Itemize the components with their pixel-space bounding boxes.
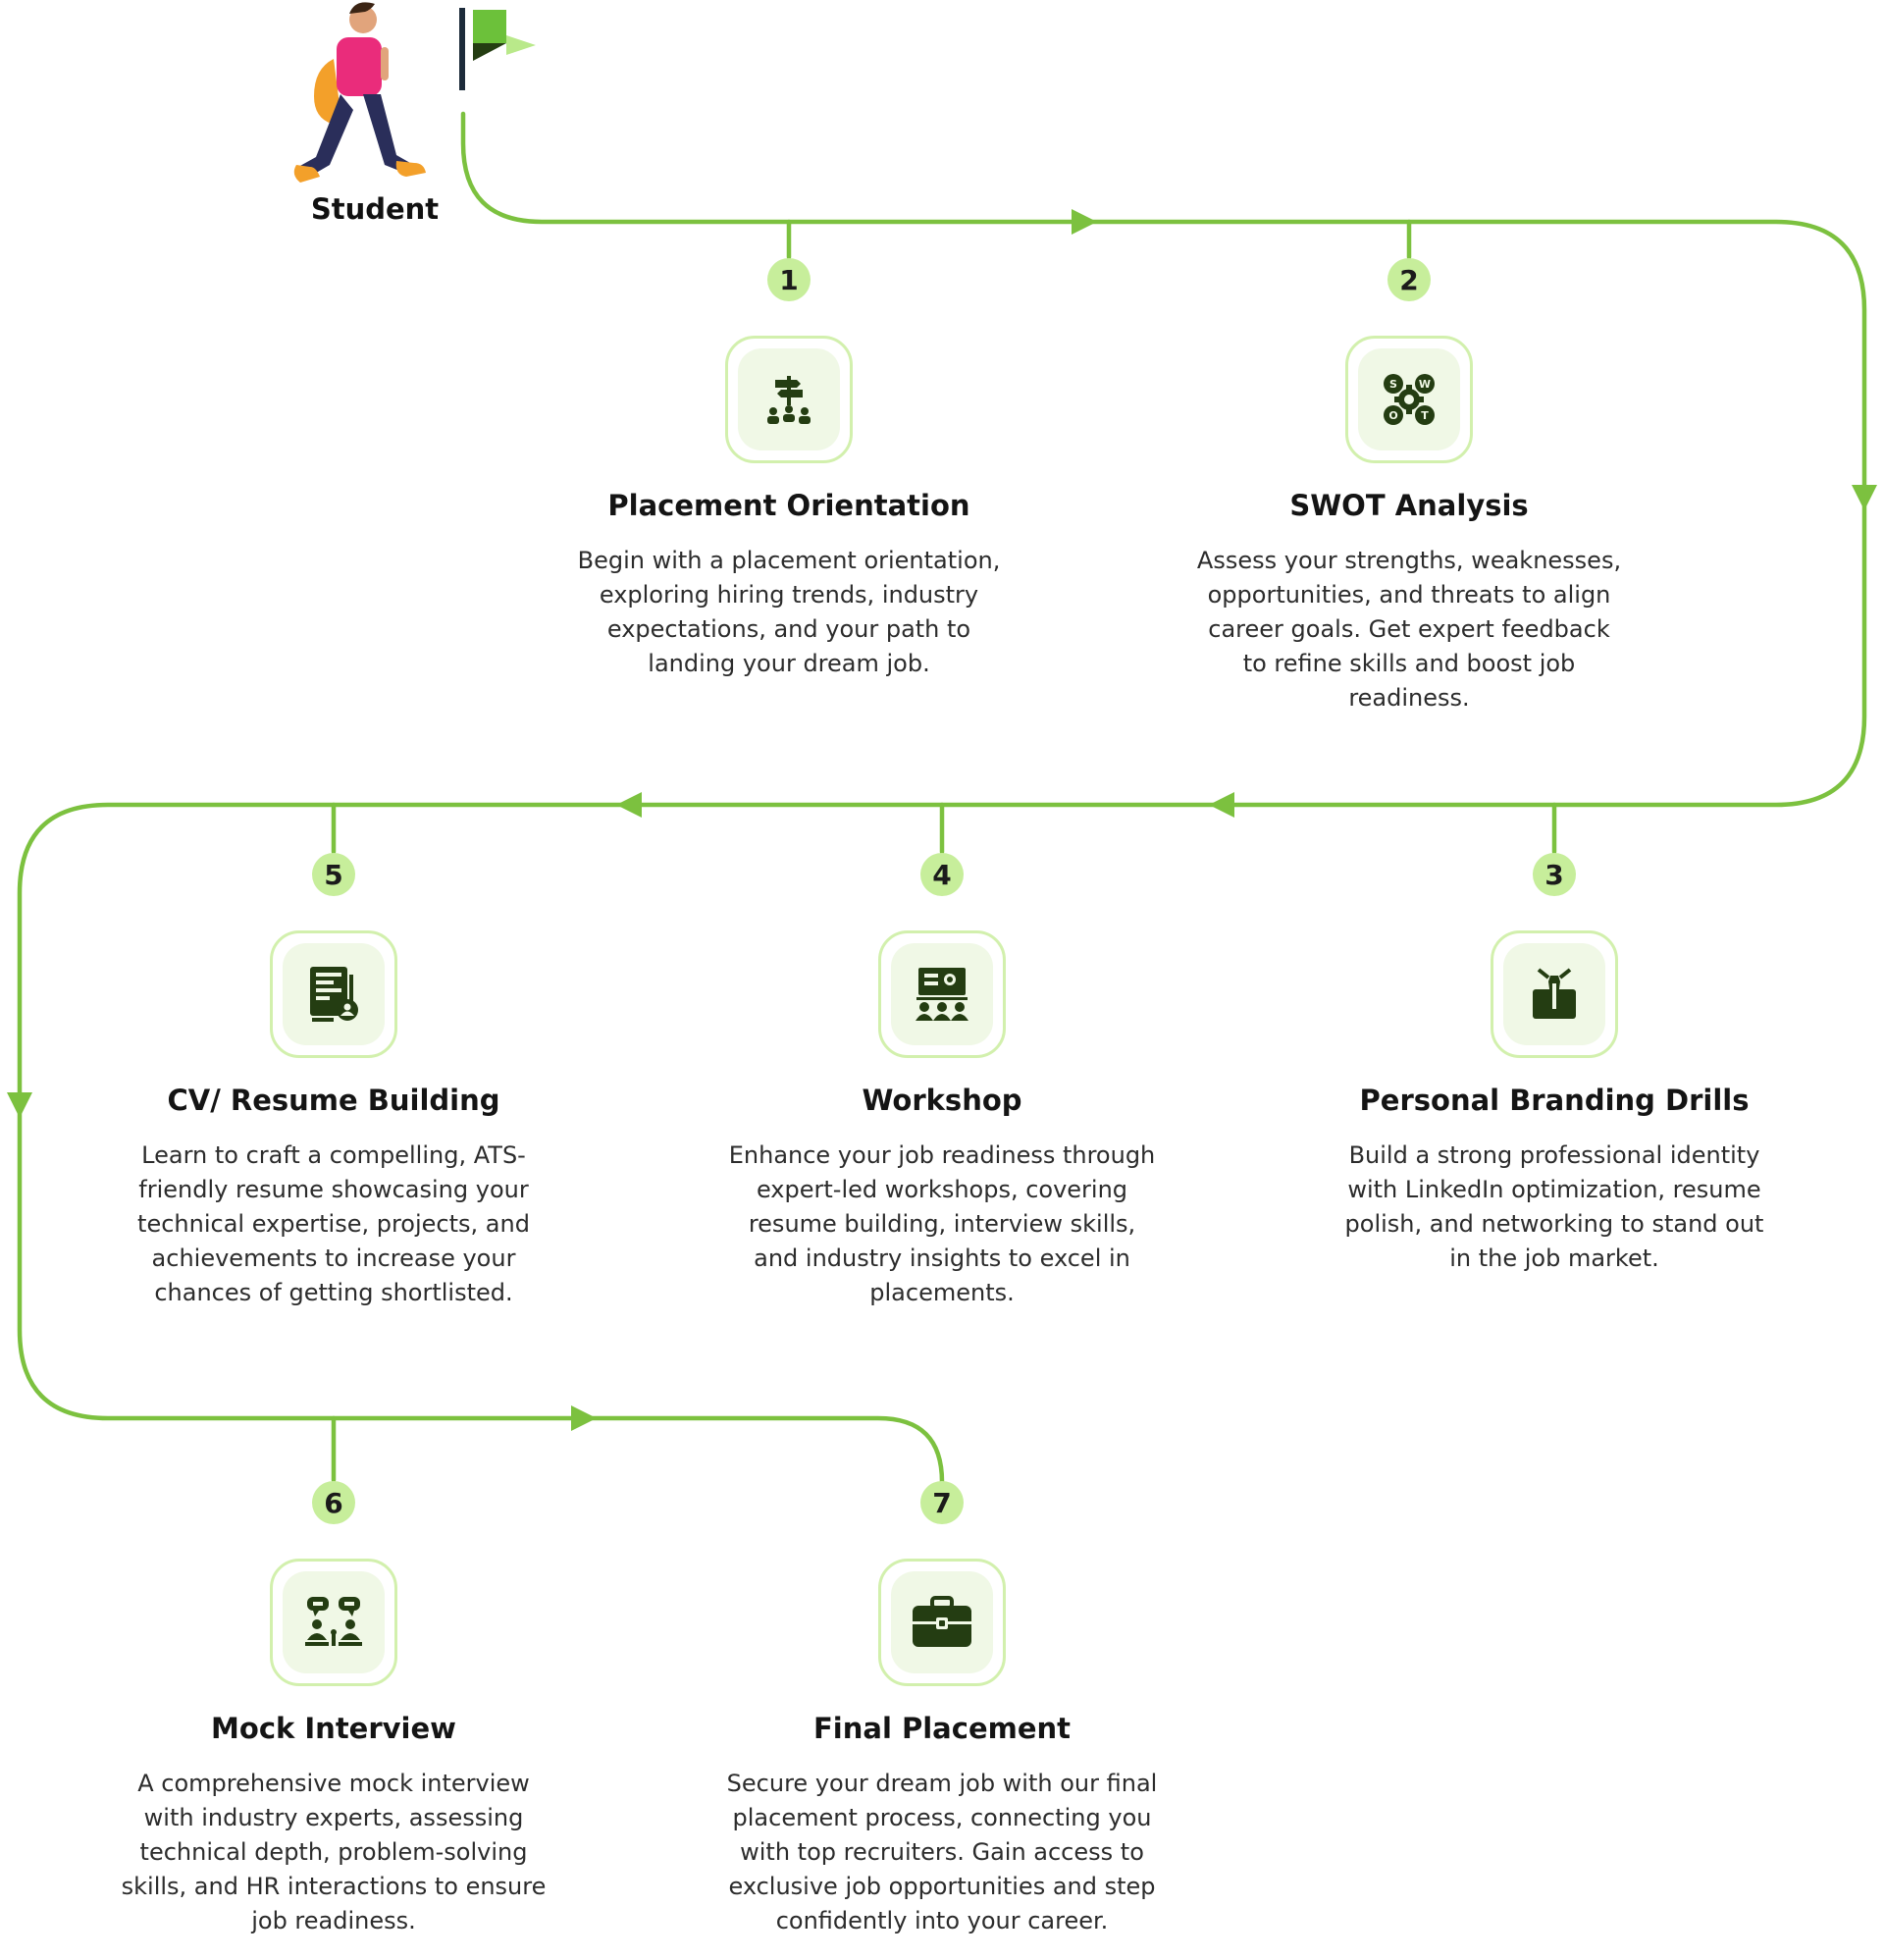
step-6-title: Mock Interview <box>211 1712 456 1745</box>
step-2-badge: 2 <box>1387 258 1431 301</box>
step-6-badge: 6 <box>312 1481 355 1524</box>
swot-gear-icon: S W O T <box>1384 374 1435 425</box>
svg-text:T: T <box>1421 409 1429 422</box>
personal-brand-icon <box>1533 968 1576 1019</box>
step-3-badge: 3 <box>1533 853 1576 896</box>
step-7-icon-box <box>878 1559 1006 1686</box>
arrow-right-2 <box>571 1405 597 1431</box>
step-3-title: Personal Branding Drills <box>1359 1084 1750 1117</box>
workshop-presentation-icon <box>916 968 968 1021</box>
step-3-description: Build a strong professional identity wit… <box>1344 1141 1764 1272</box>
step-1-description: Begin with a placement orientation, expl… <box>577 547 1001 677</box>
student-label: Student <box>310 192 440 226</box>
step-2-description: Assess your strengths, weaknesses, oppor… <box>1196 547 1622 712</box>
step-4-title: Workshop <box>862 1084 1022 1117</box>
arrow-down-1 <box>1852 485 1877 510</box>
path-row-1 <box>17 111 1867 1485</box>
interview-chat-icon <box>305 1597 362 1646</box>
step-6-description: A comprehensive mock interview with indu… <box>121 1770 547 1934</box>
flag-icon <box>459 8 536 90</box>
step-5-title: CV/ Resume Building <box>167 1084 500 1117</box>
step-1-title: Placement Orientation <box>607 489 970 522</box>
step-7-description: Secure your dream job with our final pla… <box>726 1770 1158 1934</box>
step-4-icon-box <box>878 930 1006 1058</box>
step-5-badge: 5 <box>312 853 355 896</box>
briefcase-icon <box>913 1596 971 1647</box>
student-icon <box>293 2 426 183</box>
step-4-description: Enhance your job readiness through exper… <box>728 1141 1156 1306</box>
arrow-right-1 <box>1072 209 1097 235</box>
step-5-icon-box <box>270 930 397 1058</box>
step-1-icon-box <box>725 336 853 463</box>
step-5-description: Learn to craft a compelling, ATS-friendl… <box>137 1141 530 1306</box>
step-2-title: SWOT Analysis <box>1289 489 1529 522</box>
step-7-badge: 7 <box>920 1481 964 1524</box>
resume-document-icon <box>310 967 358 1022</box>
step-6-icon-box <box>270 1559 397 1686</box>
svg-text:O: O <box>1388 409 1397 422</box>
step-2-icon-box: S W O T <box>1345 336 1473 463</box>
step-4-badge: 4 <box>920 853 964 896</box>
step-7-title: Final Placement <box>812 1712 1072 1745</box>
arrow-left-2 <box>616 792 642 818</box>
step-3-icon-box <box>1491 930 1618 1058</box>
arrow-down-2 <box>7 1092 32 1118</box>
signpost-people-icon <box>767 376 811 424</box>
svg-text:W: W <box>1419 378 1431 391</box>
svg-text:S: S <box>1389 378 1397 391</box>
arrow-left-1 <box>1209 792 1234 818</box>
step-1-badge: 1 <box>767 258 811 301</box>
